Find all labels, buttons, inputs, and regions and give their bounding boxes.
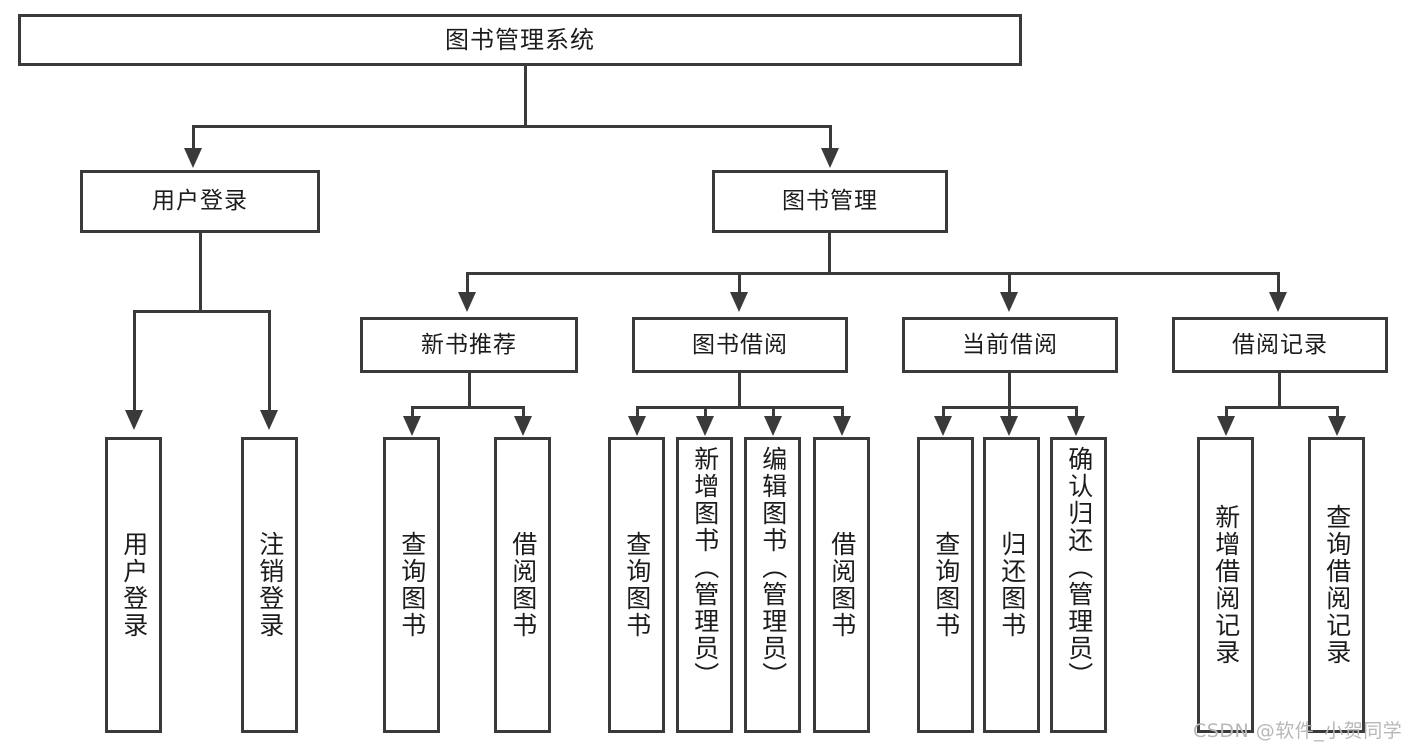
connector-record-bar <box>1225 406 1339 409</box>
arrow-root-to-login <box>184 148 202 168</box>
connector-current-stem <box>1008 373 1011 406</box>
connector-root-to-login <box>192 125 195 150</box>
arrow-current-to-leaf2 <box>1000 416 1018 436</box>
arrow-books-to-current <box>1000 292 1018 312</box>
node-label: 图书管理系统 <box>445 26 595 54</box>
leaf-label: 归还图书 <box>997 531 1027 639</box>
connector-root-to-books <box>829 125 832 150</box>
node-user-login[interactable]: 用户登录 <box>80 170 320 233</box>
leaf-confirm-return-admin[interactable]: 确认归还（管理员） <box>1050 437 1107 733</box>
leaf-borrow-book-recommend[interactable]: 借阅图书 <box>494 437 551 733</box>
connector-login-to-leaf1 <box>133 310 136 412</box>
leaf-add-book-admin[interactable]: 新增图书（管理员） <box>676 437 733 733</box>
node-borrow-record[interactable]: 借阅记录 <box>1172 317 1388 373</box>
node-label: 图书借阅 <box>692 331 788 358</box>
arrow-current-to-leaf3 <box>1067 416 1085 436</box>
connector-books-to-new <box>466 272 469 294</box>
arrow-record-to-leaf2 <box>1328 416 1346 436</box>
node-book-borrow[interactable]: 图书借阅 <box>632 317 848 373</box>
arrow-borrow-to-leaf4 <box>833 416 851 436</box>
connector-login-to-leaf2 <box>268 310 271 412</box>
arrow-borrow-to-leaf1 <box>628 416 646 436</box>
leaf-return-book[interactable]: 归还图书 <box>983 437 1040 733</box>
connector-borrow-to-leaf3 <box>772 406 775 418</box>
connector-current-to-leaf1 <box>942 406 945 418</box>
connector-record-stem <box>1278 373 1281 406</box>
connector-books-to-borrow <box>738 272 741 294</box>
arrow-books-to-borrow <box>730 292 748 312</box>
connector-record-to-leaf2 <box>1336 406 1339 418</box>
leaf-logout[interactable]: 注销登录 <box>241 437 298 733</box>
watermark-text: CSDN @软件_小贺同学 <box>1193 720 1403 742</box>
leaf-label: 确认归还（管理员） <box>1064 446 1094 689</box>
leaf-query-book-recommend[interactable]: 查询图书 <box>383 437 440 733</box>
leaf-query-borrow-record[interactable]: 查询借阅记录 <box>1308 437 1365 733</box>
connector-books-bar <box>466 272 1280 275</box>
connector-borrow-bar <box>636 406 844 409</box>
connector-borrow-stem <box>738 373 741 406</box>
leaf-label: 编辑图书（管理员） <box>758 446 788 689</box>
leaf-query-book-borrow[interactable]: 查询图书 <box>608 437 665 733</box>
connector-borrow-to-leaf1 <box>636 406 639 418</box>
connector-borrow-to-leaf2 <box>704 406 707 418</box>
arrow-login-to-leaf1 <box>125 410 143 430</box>
leaf-label: 查询图书 <box>931 531 961 639</box>
node-label: 借阅记录 <box>1232 331 1328 358</box>
leaf-user-login[interactable]: 用户登录 <box>105 437 162 733</box>
leaf-query-book-current[interactable]: 查询图书 <box>917 437 974 733</box>
node-label: 新书推荐 <box>421 331 517 358</box>
arrow-books-to-record <box>1269 292 1287 312</box>
arrow-root-to-books <box>821 148 839 168</box>
leaf-label: 查询图书 <box>397 531 427 639</box>
node-current-borrow[interactable]: 当前借阅 <box>902 317 1118 373</box>
node-label: 图书管理 <box>782 188 878 215</box>
connector-recommend-bar <box>411 406 525 409</box>
leaf-label: 新增图书（管理员） <box>690 446 720 689</box>
arrow-books-to-new <box>458 292 476 312</box>
leaf-label: 借阅图书 <box>508 531 538 639</box>
connector-record-to-leaf1 <box>1225 406 1228 418</box>
arrow-login-to-leaf2 <box>260 410 278 430</box>
leaf-label: 用户登录 <box>119 531 149 639</box>
arrow-recommend-to-leaf1 <box>403 416 421 436</box>
arrow-record-to-leaf1 <box>1217 416 1235 436</box>
connector-login-stem <box>199 233 202 310</box>
node-book-management[interactable]: 图书管理 <box>712 170 948 233</box>
leaf-label: 借阅图书 <box>827 531 857 639</box>
connector-books-to-record <box>1277 272 1280 294</box>
node-label: 当前借阅 <box>962 331 1058 358</box>
arrow-borrow-to-leaf3 <box>764 416 782 436</box>
arrow-borrow-to-leaf2 <box>696 416 714 436</box>
node-label: 用户登录 <box>152 188 248 215</box>
arrow-recommend-to-leaf2 <box>514 416 532 436</box>
connector-current-to-leaf3 <box>1075 406 1078 418</box>
connector-current-to-leaf2 <box>1008 406 1011 418</box>
leaf-label: 查询图书 <box>622 531 652 639</box>
connector-root-bar <box>192 125 832 128</box>
leaf-label: 新增借阅记录 <box>1211 504 1241 666</box>
node-root-system[interactable]: 图书管理系统 <box>18 14 1022 66</box>
connector-books-to-current <box>1008 272 1011 294</box>
connector-recommend-to-leaf1 <box>411 406 414 418</box>
connector-recommend-stem <box>468 373 471 406</box>
arrow-current-to-leaf1 <box>934 416 952 436</box>
connector-root-stem <box>524 66 527 125</box>
connector-recommend-to-leaf2 <box>522 406 525 418</box>
node-new-book-recommend[interactable]: 新书推荐 <box>360 317 578 373</box>
leaf-label: 查询借阅记录 <box>1322 504 1352 666</box>
leaf-label: 注销登录 <box>255 531 285 639</box>
leaf-borrow-book[interactable]: 借阅图书 <box>813 437 870 733</box>
connector-login-bar <box>133 310 271 313</box>
connector-borrow-to-leaf4 <box>841 406 844 418</box>
leaf-add-borrow-record[interactable]: 新增借阅记录 <box>1197 437 1254 733</box>
leaf-edit-book-admin[interactable]: 编辑图书（管理员） <box>744 437 801 733</box>
connector-books-stem <box>828 233 831 272</box>
